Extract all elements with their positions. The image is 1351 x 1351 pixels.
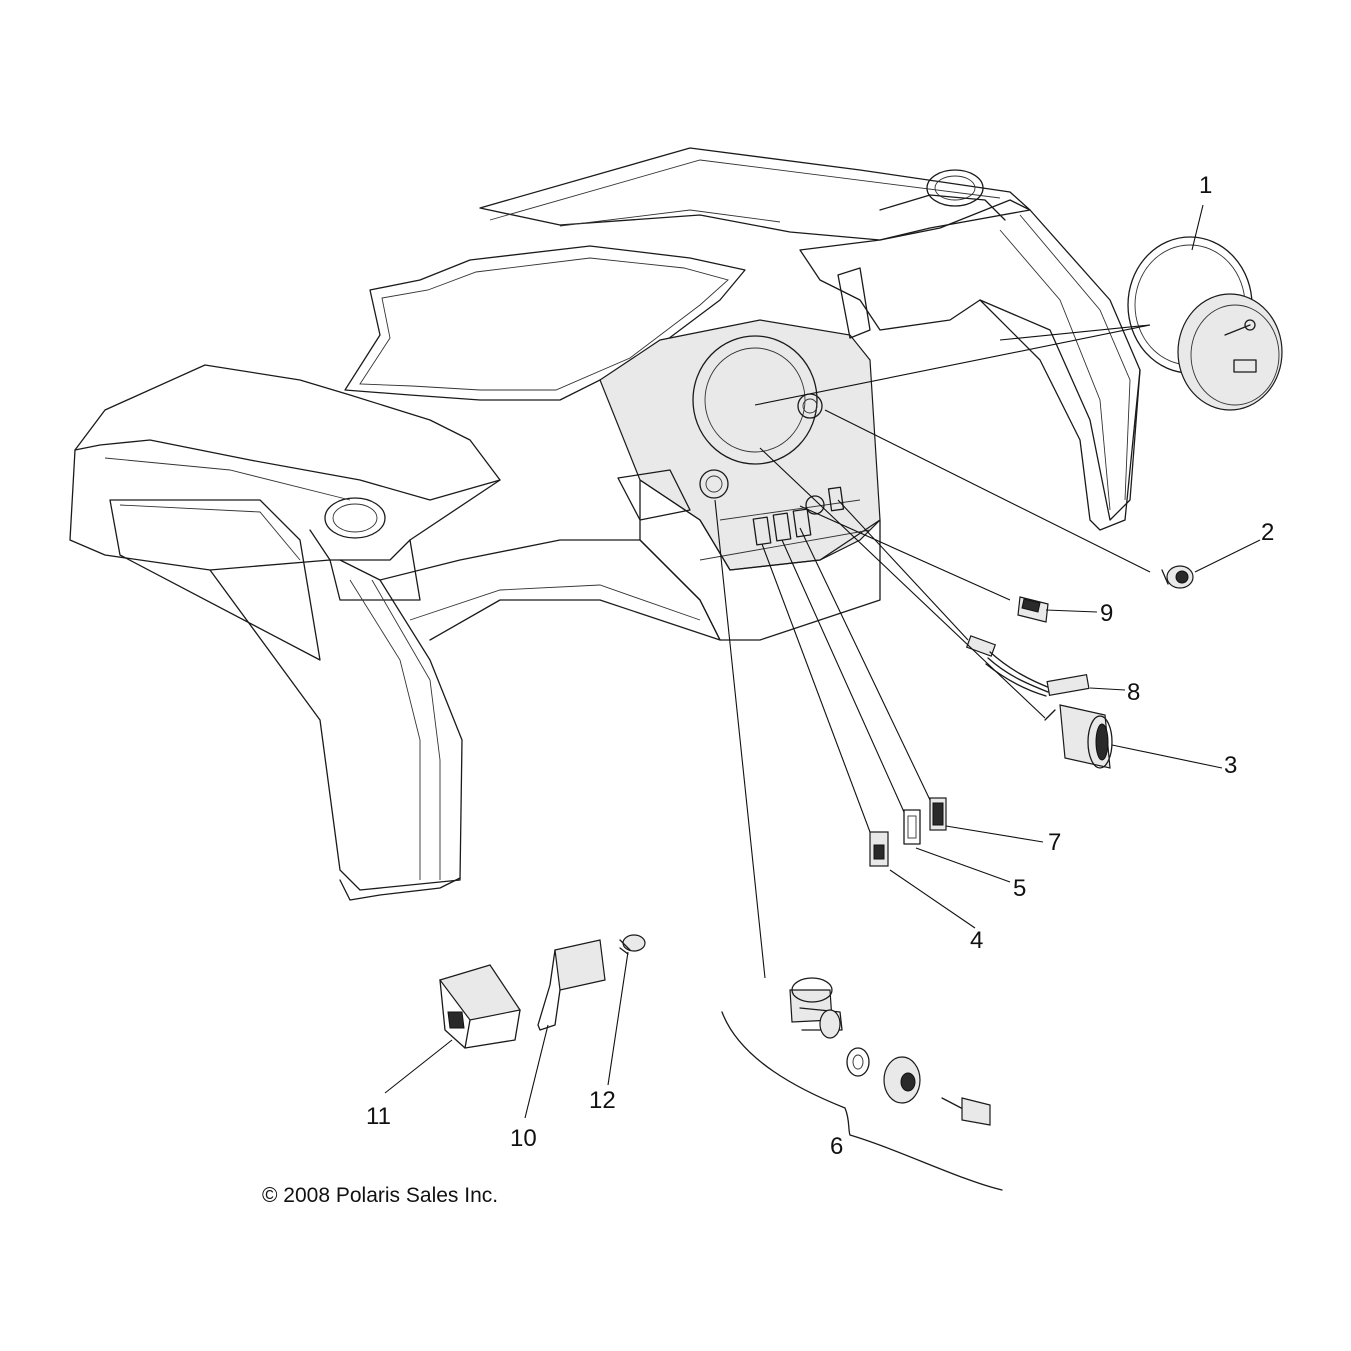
part-bracket	[537, 939, 606, 1031]
callout-10: 10	[510, 1125, 537, 1152]
callout-6: 6	[830, 1133, 843, 1160]
part-power-outlet	[1044, 704, 1113, 769]
part-speedometer	[1127, 236, 1283, 411]
part-switch-7	[929, 797, 947, 831]
callout-labels: 1 2 3 4 5 6 7 8 9 10 11 12	[366, 172, 1274, 1160]
callout-4: 4	[970, 927, 983, 954]
callout-5: 5	[1013, 875, 1026, 902]
part-rocker-switch	[1017, 596, 1049, 623]
part-storage-cup	[439, 964, 521, 1049]
callout-12: 12	[589, 1087, 616, 1114]
callout-8: 8	[1127, 679, 1140, 706]
part-switch-5	[903, 809, 921, 845]
part-screw	[619, 934, 646, 955]
copyright-notice: © 2008 Polaris Sales Inc.	[262, 1184, 499, 1207]
callout-3: 3	[1224, 752, 1237, 779]
callout-7: 7	[1048, 829, 1061, 856]
part-wire-harness	[965, 635, 1090, 697]
leader-lines	[384, 204, 1261, 1119]
part-ignition-switch-set	[721, 977, 1003, 1191]
callout-11: 11	[366, 1103, 391, 1130]
callout-9: 9	[1100, 600, 1113, 627]
callout-1: 1	[1199, 172, 1212, 199]
callout-2: 2	[1261, 519, 1274, 546]
part-switch-4	[869, 831, 889, 867]
dashboard-body	[69, 147, 1141, 901]
part-indicator-light	[1161, 565, 1194, 589]
